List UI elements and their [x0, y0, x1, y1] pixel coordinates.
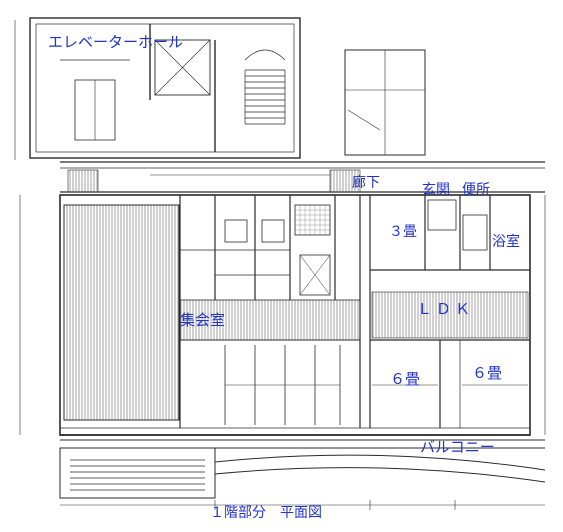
- meeting-room-floor: [63, 204, 361, 421]
- apartment-unit: [369, 195, 530, 428]
- corridor-label: 廊下: [352, 175, 380, 191]
- lower-stair-treads: [70, 459, 205, 491]
- room-6jo-a-label: ６畳: [390, 370, 421, 388]
- dimension-lines: [14, 20, 546, 510]
- center-partitions: [179, 195, 361, 428]
- bathroom-label: 浴室: [492, 234, 520, 250]
- corridor-band: [60, 161, 545, 193]
- stair-treads: [244, 49, 286, 125]
- entrance-label: 玄関: [422, 182, 450, 198]
- right-upper-structure: [344, 49, 426, 156]
- meeting-room-label: 集会室: [180, 311, 226, 329]
- elevator-hall-label: エレベーターホール: [48, 33, 184, 51]
- lower-center-rooms: [224, 345, 341, 425]
- room-3jo-label: ３畳: [389, 224, 417, 240]
- balcony-label: バルコニー: [420, 438, 495, 456]
- plan-caption: １階部分 平面図: [210, 505, 322, 521]
- balcony-structure: [59, 439, 546, 499]
- main-building-outline: [59, 194, 531, 436]
- upper-building-outline: [29, 17, 301, 159]
- ldk-label: ＬＤＫ: [417, 300, 475, 318]
- room-6jo-b-label: ６畳: [472, 364, 503, 382]
- ldk-floor: [371, 291, 529, 339]
- toilet-label: 便所: [462, 182, 490, 198]
